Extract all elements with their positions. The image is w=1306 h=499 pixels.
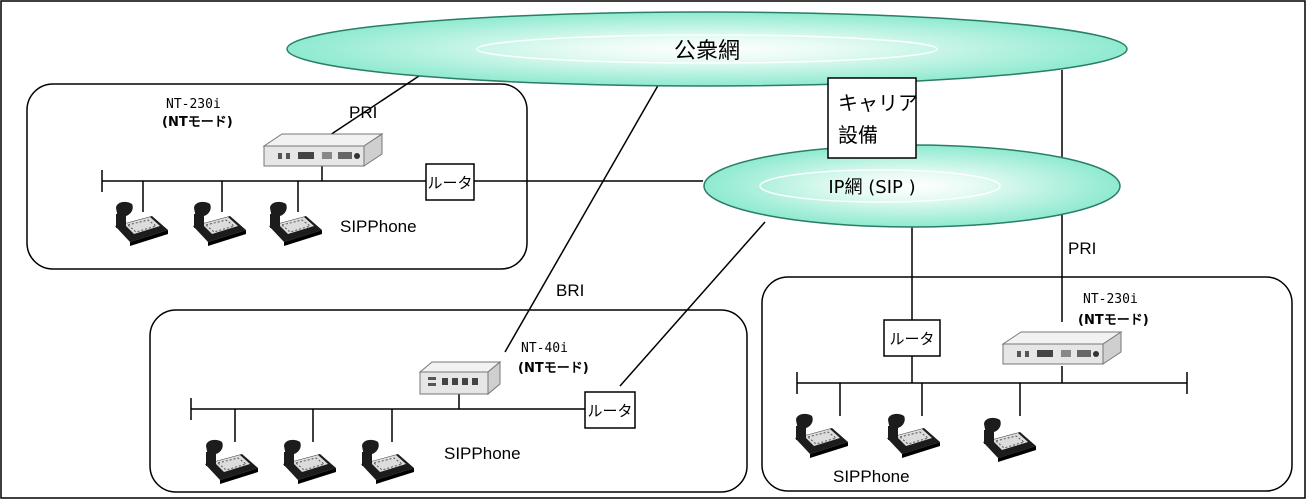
router-box: ルータ — [883, 319, 941, 357]
site-bottom-center: NT-40i (NTモード) ルータ SIPPhone — [190, 341, 636, 485]
site-box-bottom-center — [149, 309, 748, 493]
sipphone-label: SIPPhone — [340, 217, 417, 236]
router-label: ルータ — [587, 402, 632, 420]
device-mode-label: (NTモード) — [1078, 313, 1149, 328]
link-bri — [504, 81, 661, 353]
site-box-right — [761, 276, 1293, 492]
public-network-label: 公衆網 — [674, 39, 740, 64]
router-box: ルータ — [584, 391, 636, 429]
gateway-icon — [1002, 331, 1122, 365]
carrier-label-line2: 設備 — [838, 123, 878, 147]
ip-network-label: IP網 (SIP ) — [828, 177, 915, 198]
site-top-left: NT-230i (NTモード) ルータ SIPPhone — [101, 97, 475, 247]
ip-network-cloud: IP網 (SIP ) — [703, 144, 1121, 228]
link-ip-to-bottom-router — [619, 221, 766, 387]
router-label: ルータ — [889, 330, 934, 348]
pri-label-right: PRI — [1068, 239, 1096, 258]
link-pri-top-left — [329, 69, 429, 136]
site-right: NT-230i (NTモード) ルータ SIPPhone — [794, 292, 1188, 486]
device-model-label: NT-40i — [521, 341, 568, 356]
gateway-icon — [263, 133, 383, 167]
bri-label: BRI — [556, 281, 584, 300]
device-mode-label: (NTモード) — [518, 361, 589, 376]
public-network-cloud: 公衆網 — [286, 11, 1128, 87]
site-box-top-left — [26, 83, 528, 270]
device-model-label: NT-230i — [166, 97, 221, 112]
gateway-icon — [418, 360, 502, 396]
sipphone-label: SIPPhone — [833, 467, 910, 486]
carrier-equipment-box: キャリア 設備 — [827, 77, 918, 159]
pri-label-top-left: PRI — [349, 103, 377, 122]
device-model-label: NT-230i — [1083, 292, 1138, 307]
carrier-label-line1: キャリア — [838, 91, 918, 115]
device-mode-label: (NTモード) — [162, 115, 233, 130]
router-label: ルータ — [427, 174, 472, 192]
sipphone-label: SIPPhone — [444, 444, 521, 463]
router-box: ルータ — [425, 163, 475, 201]
